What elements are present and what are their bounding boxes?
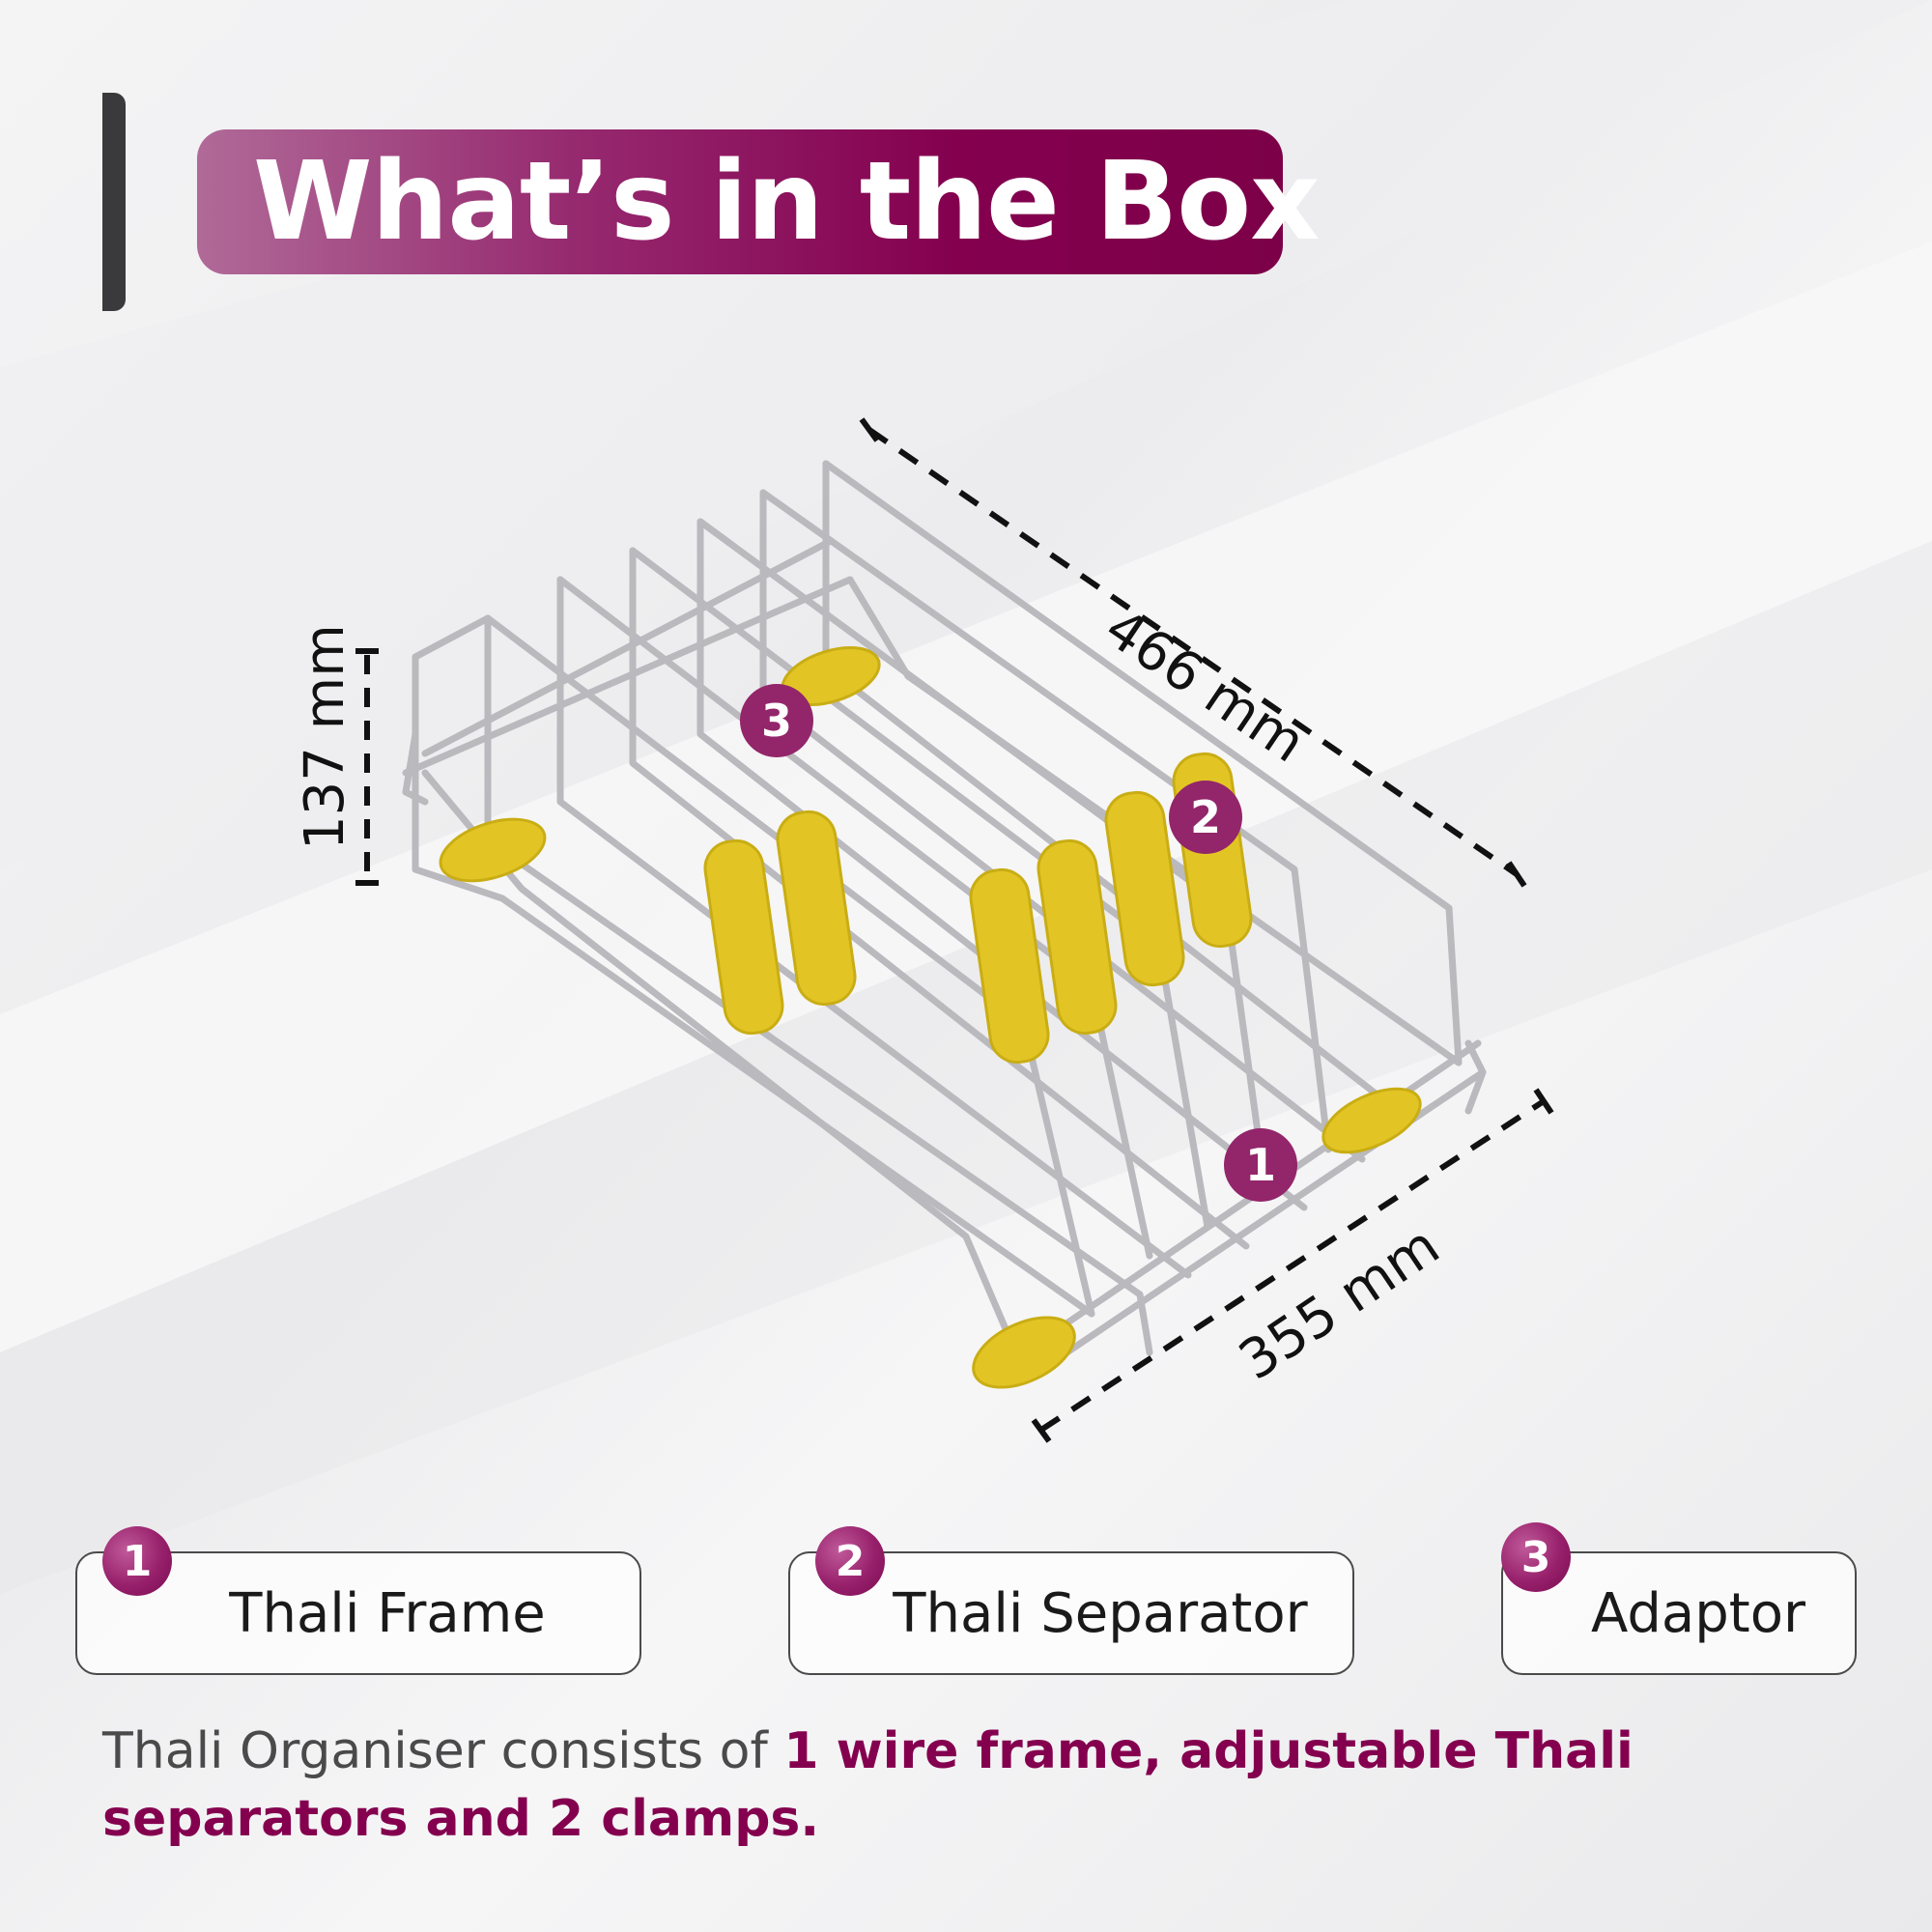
description: Thali Organiser consists of 1 wire frame… [102,1718,1745,1853]
legend-label: Adaptor [1591,1581,1805,1645]
svg-text:1: 1 [1245,1139,1276,1191]
svg-text:2: 2 [1190,791,1221,843]
legend-label: Thali Separator [893,1581,1308,1645]
svg-text:3: 3 [761,695,792,747]
description-plain: Thali Organiser consists of [102,1722,784,1780]
marker-adaptor: 3 [740,684,813,757]
dimension-height [355,648,379,886]
header-accent-bar [102,93,126,311]
legend-badge: 3 [1501,1522,1571,1592]
height-label: 137 mm [294,624,356,850]
page-title: What’s in the Box [253,139,1320,265]
legend-label: Thali Frame [229,1581,546,1645]
marker-separator: 2 [1169,781,1242,854]
legend-item-thali-frame: Thali Frame [75,1551,641,1675]
marker-frame: 1 [1224,1128,1297,1202]
description-highlight: 1 wire frame, adjustable Thali separator… [102,1722,1634,1848]
title-banner: What’s in the Box [197,129,1320,274]
legend-badge: 2 [815,1526,885,1596]
dimension-length [859,417,1527,888]
dimension-width [1031,1088,1554,1443]
adaptors [439,646,1422,1389]
legend-badge: 1 [102,1526,172,1596]
width-label: 355 mm [1228,1214,1450,1393]
